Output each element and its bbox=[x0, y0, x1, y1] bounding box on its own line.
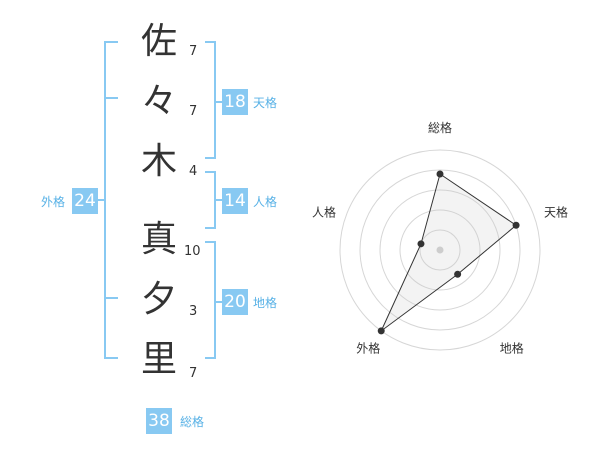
stroke-count-2: 7 bbox=[189, 104, 198, 119]
radar-axis-label-1: 総格 bbox=[428, 120, 452, 135]
radar-point-3 bbox=[454, 270, 462, 278]
radar-axis-label-2: 天格 bbox=[544, 204, 568, 219]
tenkaku-badge: 18 bbox=[222, 89, 248, 115]
radar-grid-ring-4 bbox=[359, 169, 521, 331]
radar-grid-ring-1 bbox=[419, 229, 461, 271]
soukaku-label: 総格 bbox=[180, 415, 205, 429]
gaikaku-label: 外格 bbox=[41, 195, 66, 209]
soukaku-badge: 38 bbox=[146, 408, 172, 434]
stroke-count-1: 7 bbox=[189, 44, 198, 59]
stroke-count-5: 3 bbox=[189, 304, 198, 319]
chikaku-label: 地格 bbox=[253, 296, 278, 310]
name-char-4: 真 bbox=[140, 219, 177, 260]
radar-grid-ring-2 bbox=[399, 209, 481, 291]
chikaku-badge: 20 bbox=[222, 289, 248, 315]
radar-center-dot bbox=[436, 246, 444, 254]
radar-point-5 bbox=[417, 240, 425, 248]
radar-grid-ring-3 bbox=[379, 189, 501, 311]
jinkaku-label: 人格 bbox=[253, 195, 278, 209]
radar-point-2 bbox=[512, 221, 520, 229]
name-char-1: 佐 bbox=[140, 21, 177, 62]
radar-axis-label-3: 地格 bbox=[500, 341, 524, 356]
jinkaku-badge: 14 bbox=[222, 188, 248, 214]
radar-data-polygon bbox=[380, 173, 517, 332]
name-char-6: 里 bbox=[140, 339, 177, 380]
name-char-2: 々 bbox=[140, 81, 177, 122]
tenkaku-bracket bbox=[205, 41, 216, 159]
radar-grid-ring-5 bbox=[339, 149, 541, 351]
radar-point-1 bbox=[436, 170, 444, 178]
gaikaku-badge: 24 bbox=[72, 188, 98, 214]
radar-point-4 bbox=[377, 327, 385, 335]
chikaku-bracket bbox=[205, 241, 216, 359]
radar-axis-label-4: 外格 bbox=[356, 341, 380, 356]
name-char-5: 夕 bbox=[140, 279, 177, 320]
stroke-count-3: 4 bbox=[189, 164, 198, 179]
stroke-count-4: 10 bbox=[184, 244, 201, 259]
tenkaku-label: 天格 bbox=[253, 96, 278, 110]
name-char-3: 木 bbox=[140, 141, 177, 182]
radar-axis-label-5: 人格 bbox=[312, 204, 336, 219]
stroke-count-6: 7 bbox=[189, 366, 198, 381]
